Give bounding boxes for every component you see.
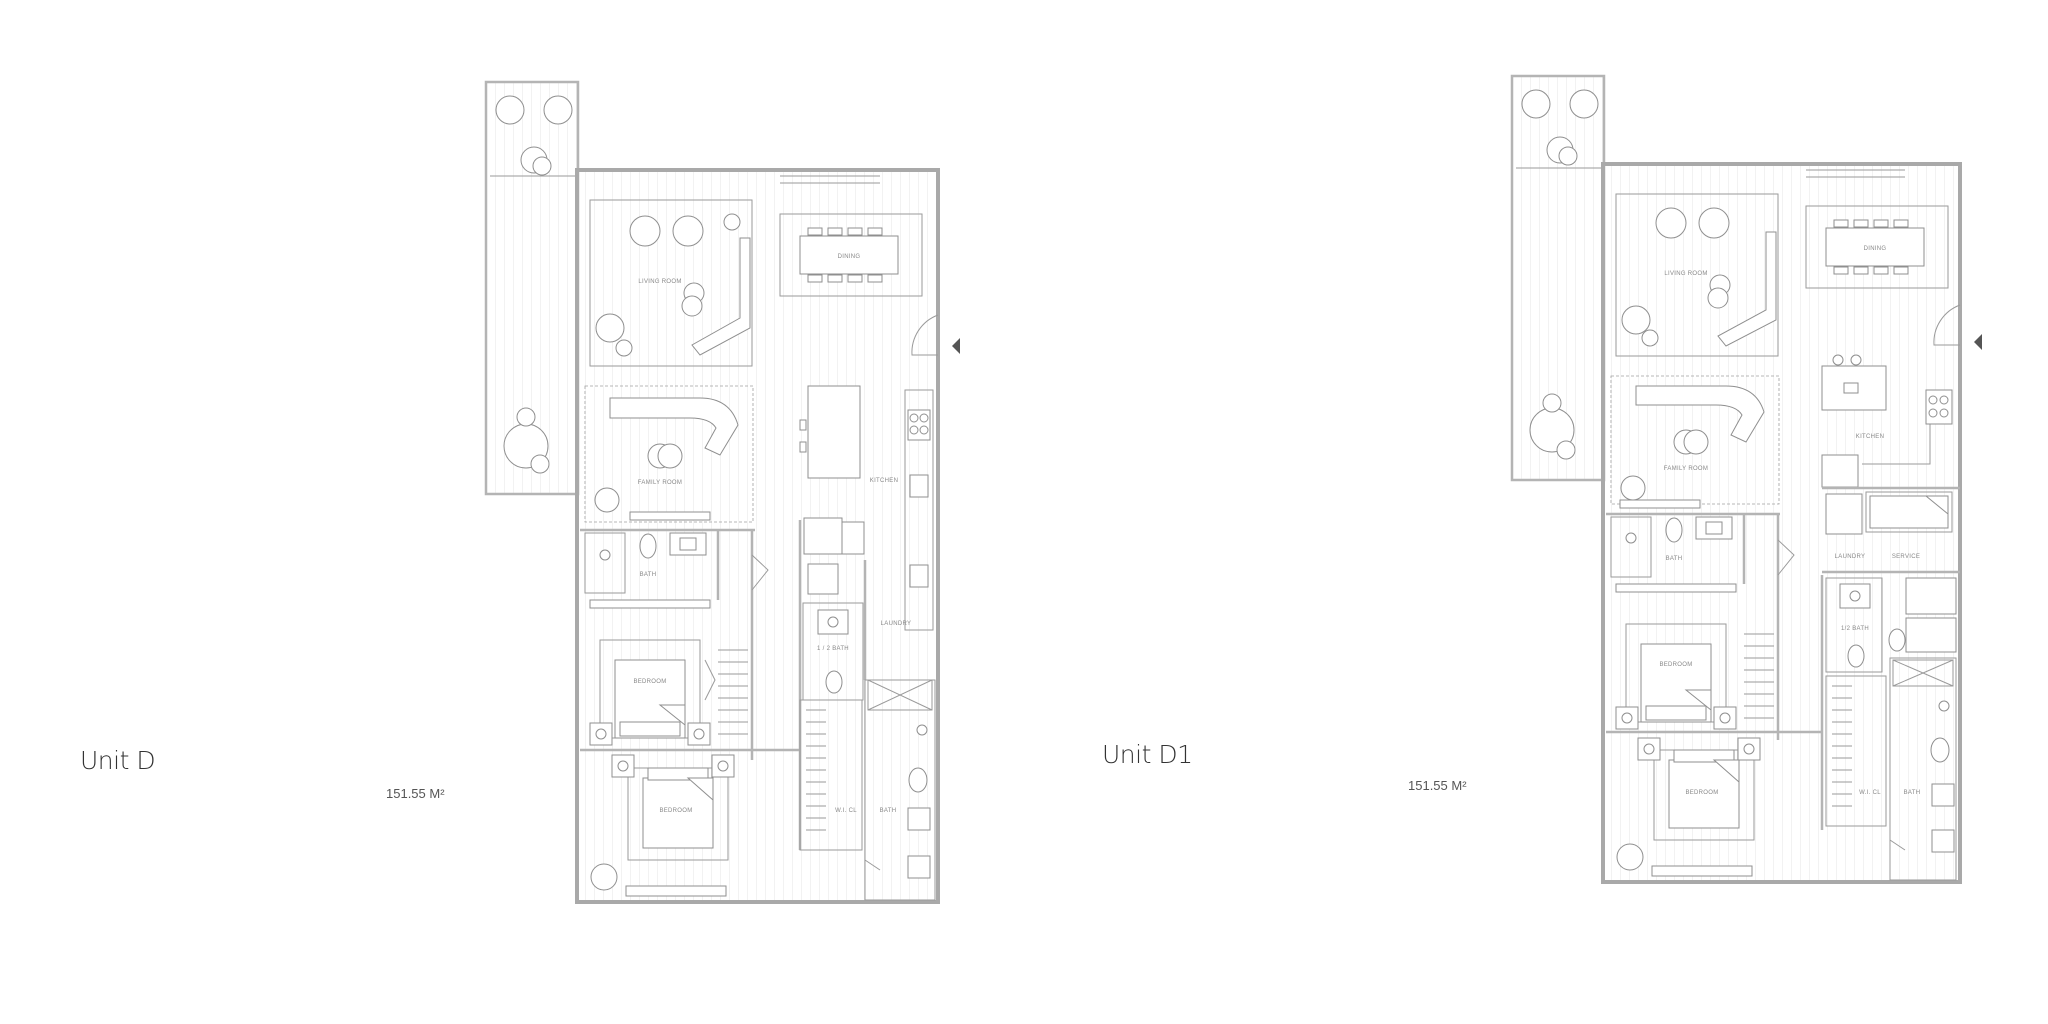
entry-arrow-icon	[1974, 334, 1982, 350]
unit-d1-dining-label: DINING	[1864, 246, 1887, 252]
unit-d1-bath2-label: BATH	[1904, 790, 1921, 796]
unit-d-bath-label: BATH	[640, 572, 657, 578]
unit-d1-service-label: SERVICE	[1892, 554, 1920, 560]
unit-d-kitchen-label: KITCHEN	[870, 478, 898, 484]
unit-d1-laundry-label: LAUNDRY	[1835, 554, 1866, 560]
unit-d-wicl-label: W.I. CL	[835, 808, 857, 814]
unit-d-plan: LIVING ROOM DINING FAMILY ROOM	[484, 80, 960, 904]
unit-d1-bedroom2-label: BEDROOM	[1685, 790, 1718, 796]
unit-d1-bath-label: BATH	[1666, 556, 1683, 562]
unit-d1-bedroom1-label: BEDROOM	[1659, 662, 1692, 668]
unit-d-living-label: LIVING ROOM	[638, 279, 681, 285]
unit-d1-kitchen-label: KITCHEN	[1856, 434, 1884, 440]
unit-d-area: 151.55 M²	[386, 786, 445, 801]
unit-d1-area: 151.55 M²	[1408, 778, 1467, 793]
unit-d-half-bath-label: 1 / 2 BATH	[817, 646, 849, 652]
unit-d-title: Unit D	[80, 746, 156, 775]
unit-d-bath2-label: BATH	[880, 808, 897, 814]
unit-d1-half-bath-label: 1/2 BATH	[1841, 626, 1869, 632]
unit-d1-living-label: LIVING ROOM	[1664, 271, 1707, 277]
unit-d1-family-label: FAMILY ROOM	[1664, 466, 1708, 472]
unit-d1-title: Unit D1	[1102, 740, 1193, 769]
unit-d-laundry-label: LAUNDRY	[881, 621, 912, 627]
unit-d1-plan: LIVING ROOM DINING FAMILY ROOM	[1510, 74, 1982, 884]
unit-d-bedroom2-label: BEDROOM	[659, 808, 692, 814]
unit-d1-wicl-label: W.I. CL	[1859, 790, 1881, 796]
entry-arrow-icon	[952, 338, 960, 354]
unit-d-family-label: FAMILY ROOM	[638, 480, 682, 486]
unit-d-dining-label: DINING	[838, 254, 861, 260]
unit-d-bedroom1-label: BEDROOM	[633, 679, 666, 685]
